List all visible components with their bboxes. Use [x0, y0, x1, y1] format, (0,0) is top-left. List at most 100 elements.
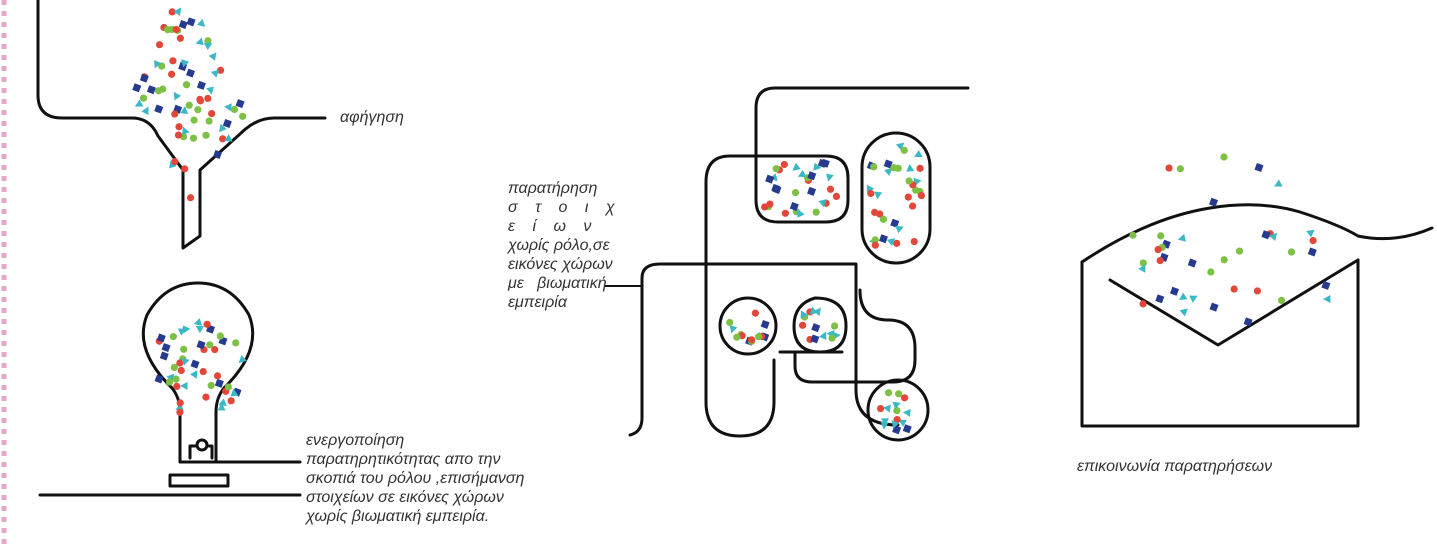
particle-circle-green [871, 236, 879, 244]
particle-dot-red [748, 336, 756, 344]
caption-observation-line: χωρίς ρόλο,σε [508, 237, 610, 254]
particle-dot-red [916, 164, 924, 172]
particle-dot-red [1165, 164, 1173, 172]
particle-triangle-teal [223, 103, 232, 112]
particle-dot-red [893, 416, 901, 424]
caption-activation-line: σκοπιά του ρόλου ,επισήμανση [306, 470, 525, 487]
caption-observation: παρατήρηση σ τ ο ι χ ε ί ω ν χωρίς ρόλο,… [508, 179, 641, 312]
maze-icon [628, 86, 970, 442]
particle-triangle-teal [902, 408, 911, 417]
particle-circle-green [733, 333, 741, 341]
particle-dot-red [1230, 285, 1238, 293]
particle-triangle-teal [813, 162, 822, 171]
particle-dot-red [177, 366, 185, 375]
particle-square-blue [1187, 258, 1197, 268]
particle-dot-red [171, 110, 179, 118]
particle-triangle-teal [813, 307, 821, 317]
particle-triangle-teal [880, 421, 889, 430]
particle-circle-green [879, 215, 888, 223]
particle-square-blue [154, 374, 164, 384]
particle-triangle-teal [181, 357, 190, 366]
particle-triangle-teal [891, 420, 900, 429]
particle-square-blue [213, 149, 223, 159]
particle-triangle-teal [238, 355, 247, 364]
particle-dot-red [181, 165, 189, 173]
particle-dot-red [196, 95, 204, 103]
particle-triangle-teal [914, 149, 923, 158]
particle-square-blue [771, 183, 781, 193]
particle-dot-red [169, 57, 177, 65]
particle-square-blue [139, 73, 149, 83]
particle-dot-red [751, 309, 759, 317]
particle-square-blue [878, 234, 888, 244]
particle-triangle-teal [898, 419, 907, 427]
particle-triangle-teal [874, 191, 883, 200]
particle-triangle-teal [906, 163, 915, 172]
particle-circle-green [232, 339, 240, 347]
particle-circle-green [1129, 231, 1137, 239]
particle-dot-red [216, 66, 225, 74]
particle-square-blue [1261, 230, 1271, 240]
caption-observation-line: εμπειρία [508, 294, 567, 311]
particle-triangle-teal [895, 225, 904, 234]
particle-dot-red [203, 320, 211, 328]
particle-circle-green [182, 81, 191, 89]
particle-dot-red [176, 408, 184, 416]
particle-circle-green [905, 177, 913, 185]
particle-circle-green [912, 186, 920, 194]
particle-triangle-teal [134, 99, 144, 107]
particle-square-blue [1321, 280, 1331, 290]
particle-square-blue [1170, 286, 1179, 296]
particle-triangle-teal [182, 325, 191, 334]
particle-dot-red [171, 157, 179, 166]
particle-dot-red [155, 41, 164, 49]
particle-square-blue [807, 186, 817, 196]
envelope-icon [1080, 203, 1434, 428]
particle-circle-green [812, 208, 820, 216]
caption-observation-line: με βιωματική [508, 275, 607, 292]
particle-square-blue [1254, 163, 1264, 173]
particle-dot-red [204, 94, 212, 103]
particle-dot-red [780, 160, 788, 169]
particle-triangle-teal [193, 318, 202, 326]
particle-circle-green [169, 333, 177, 341]
particle-triangle-teal [886, 238, 896, 246]
particle-triangle-teal [173, 7, 182, 16]
particle-dot-red [909, 202, 917, 210]
particle-circle-green [180, 345, 188, 353]
particle-circle-green [170, 363, 178, 372]
particle-circle-green [216, 332, 224, 340]
particle-circle-green [1220, 153, 1228, 161]
particle-square-blue [807, 171, 817, 181]
particle-square-blue [235, 99, 245, 109]
particle-dot-red [168, 8, 176, 16]
particle-dot-red [871, 241, 879, 249]
particle-square-blue [760, 319, 770, 329]
particle-dot-red [876, 404, 885, 413]
particle-triangle-teal [197, 18, 206, 27]
particle-triangle-teal [180, 381, 188, 390]
particle-square-blue [196, 80, 206, 90]
particle-circle-green [190, 116, 198, 124]
particle-triangle-teal [1269, 232, 1278, 241]
caption-communication: επικοινωνία παρατηρήσεων [1077, 458, 1273, 475]
caption-observation-line: εικόνες χώρων [508, 256, 613, 273]
particle-dot-red [176, 359, 184, 367]
particle-triangle-teal [230, 388, 239, 397]
particle-circle-green [1139, 259, 1147, 267]
particle-circle-green [1287, 248, 1296, 256]
particle-circle-green [185, 101, 193, 109]
particle-square-blue [820, 158, 830, 168]
particle-square-blue [156, 333, 166, 343]
particle-square-blue [1307, 247, 1317, 257]
particle-dot-red [799, 321, 807, 329]
particle-dot-red [174, 131, 183, 139]
particle-circle-green [239, 112, 247, 120]
particle-triangle-teal [892, 401, 901, 410]
particle-square-blue [811, 323, 821, 333]
particle-circle-green [205, 117, 213, 125]
particle-triangle-teal [208, 52, 217, 61]
particle-dot-red [219, 135, 227, 143]
particle-square-blue [765, 174, 775, 184]
